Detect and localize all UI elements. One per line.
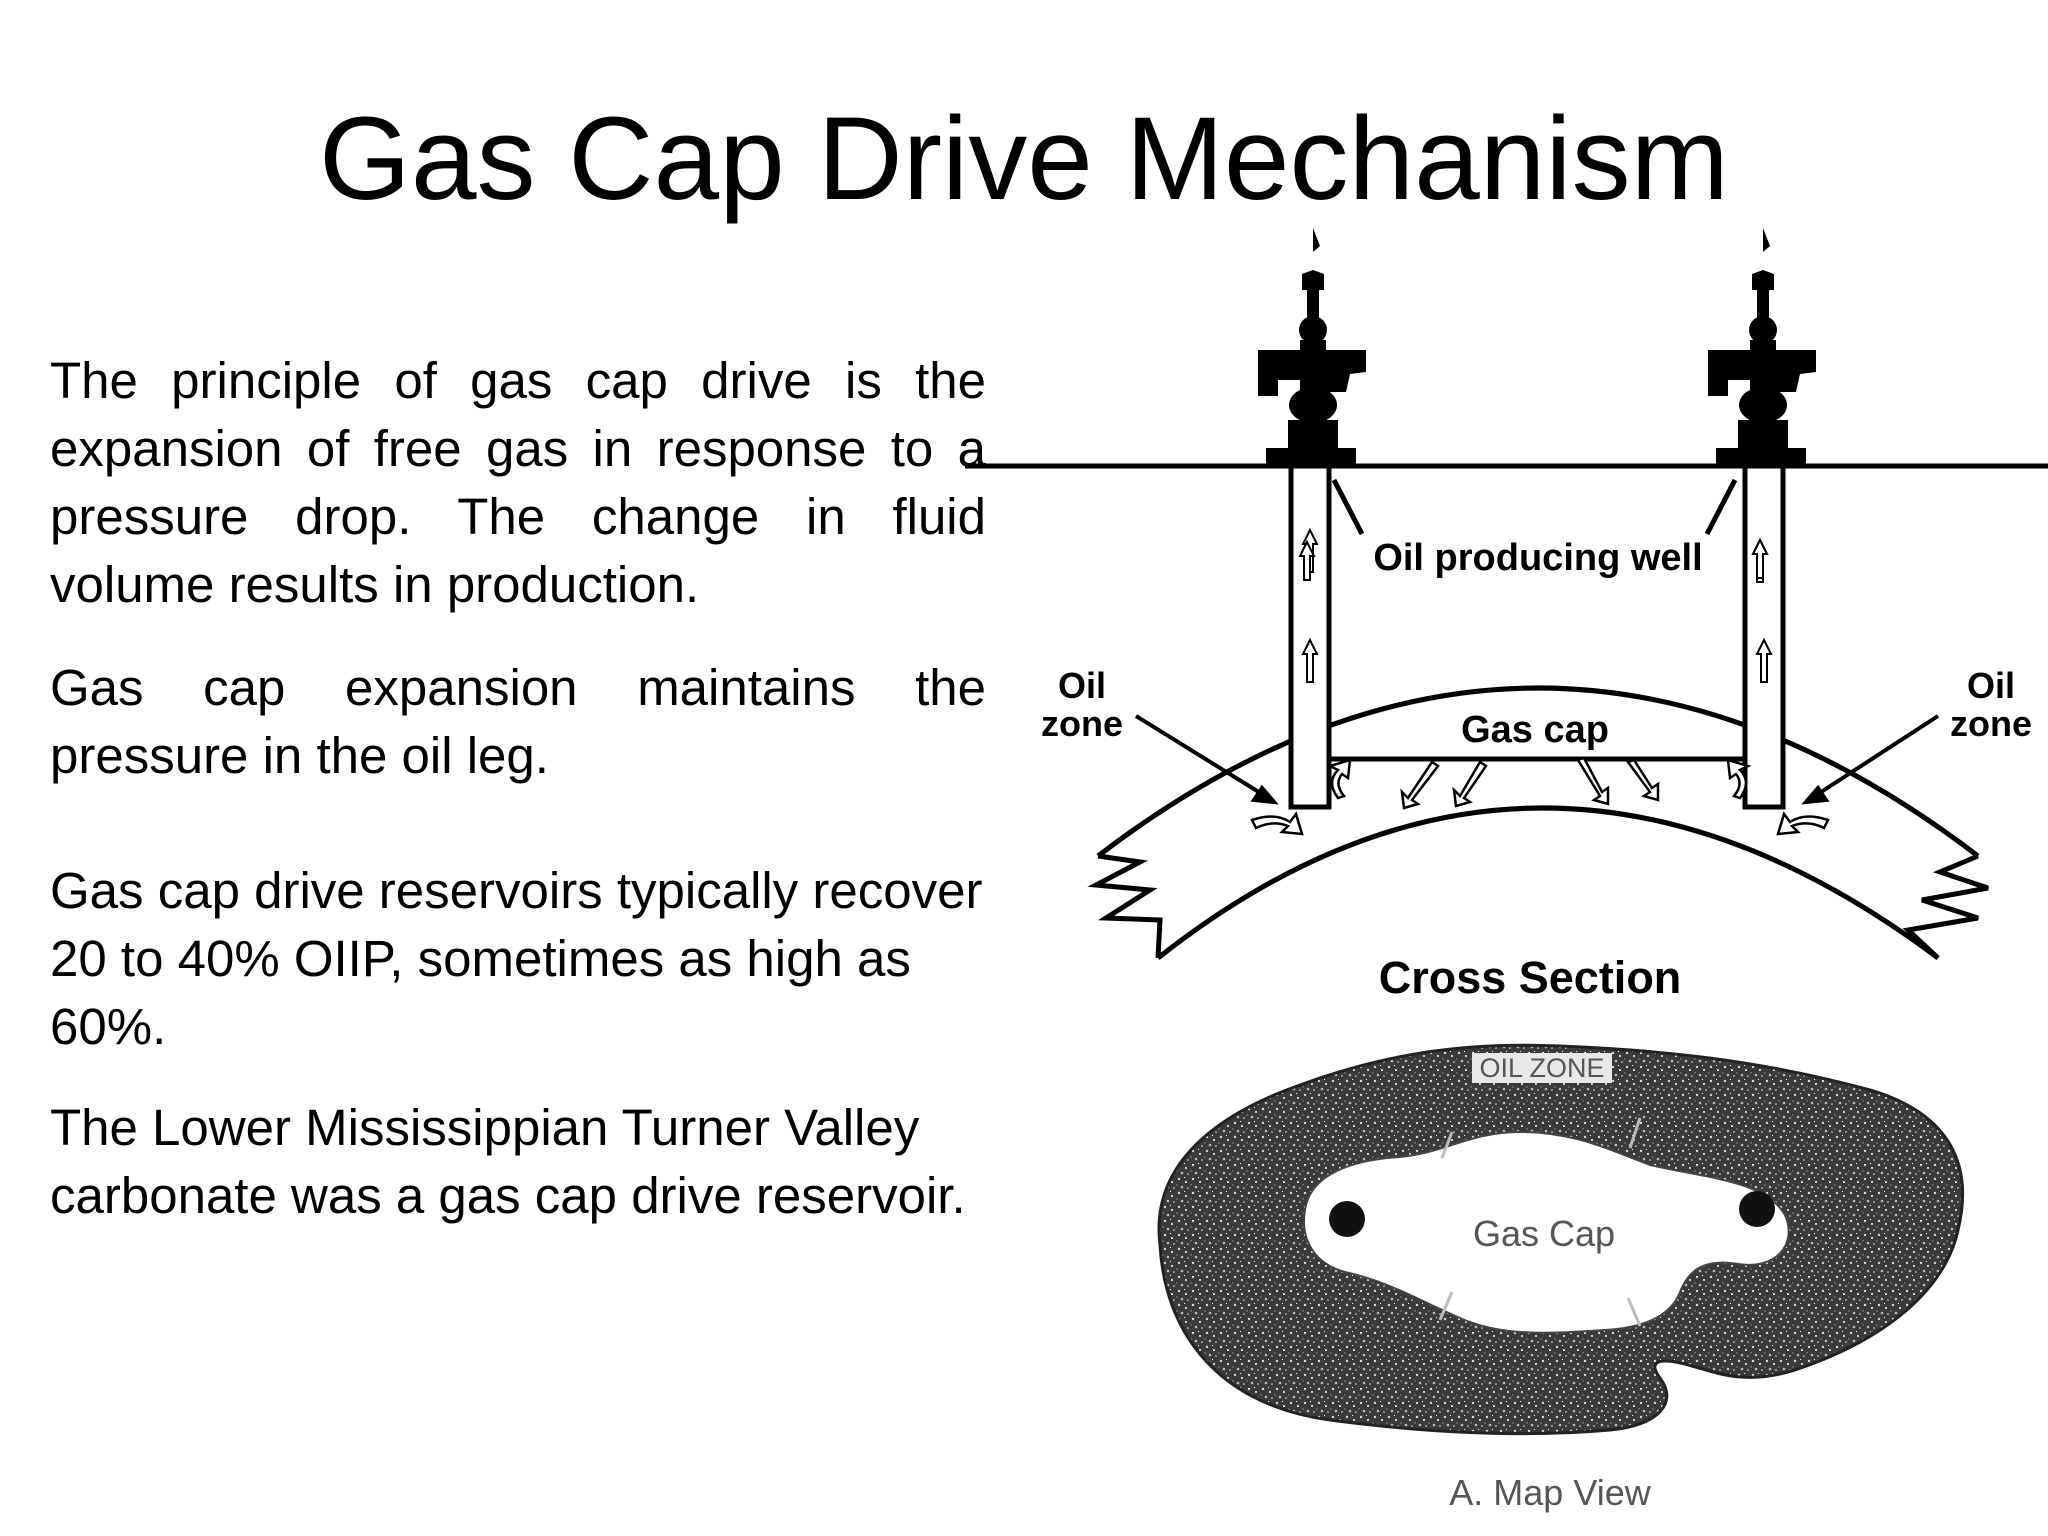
cross-section: Oil producing well Oil zone Oil zone Gas… xyxy=(965,228,2048,1003)
paragraph-recovery: Gas cap drive reservoirs typically recov… xyxy=(50,862,983,1055)
cross-section-caption: Cross Section xyxy=(1379,952,1682,1003)
map-oil-zone-label: OIL ZONE xyxy=(1479,1053,1604,1083)
gas-expansion-arrows xyxy=(1400,756,1660,810)
map-well-left xyxy=(1329,1201,1365,1237)
paragraph-principle: The principle of gas cap drive is the ex… xyxy=(50,352,986,613)
flow-up-arrows-outside xyxy=(1298,537,1769,581)
well-bore-right xyxy=(1742,463,1786,810)
oil-zone-right-label-line2: zone xyxy=(1950,703,2032,744)
oil-zone-left-label-line1: Oil xyxy=(1058,665,1106,706)
oil-zone-label-box xyxy=(1472,1053,1612,1083)
map-gas-cap-label: Gas Cap xyxy=(1473,1213,1615,1254)
map-view-caption: A. Map View xyxy=(1449,1472,1651,1513)
curved-flow-arrows xyxy=(1250,758,1830,836)
gas-cap-label: Gas cap xyxy=(1461,709,1609,751)
paragraph-expansion: Gas cap expansion maintains the pressure… xyxy=(50,659,986,784)
slide-title: Gas Cap Drive Mechanism xyxy=(319,93,1729,225)
map-well-right xyxy=(1739,1191,1775,1227)
oil-zone-left-label-line2: zone xyxy=(1041,703,1123,744)
oil-producing-well-label: Oil producing well xyxy=(1373,537,1702,579)
map-view: OIL ZONE Gas Cap A. Map View xyxy=(1157,1043,1965,1513)
wellhead-left-icon xyxy=(1258,228,1366,466)
label-leader-lines xyxy=(1331,478,1738,536)
oil-zone-pointers xyxy=(1134,714,1940,805)
wellhead-right-icon xyxy=(1708,228,1816,466)
well-bore-left xyxy=(1288,463,1332,810)
map-flow-ticks xyxy=(1438,1117,1642,1327)
gas-cap-area xyxy=(1303,1130,1790,1334)
paragraph-turner-valley: The Lower Mississippian Turner Valley ca… xyxy=(50,1099,966,1224)
oil-zone-right-label-line1: Oil xyxy=(1967,665,2015,706)
